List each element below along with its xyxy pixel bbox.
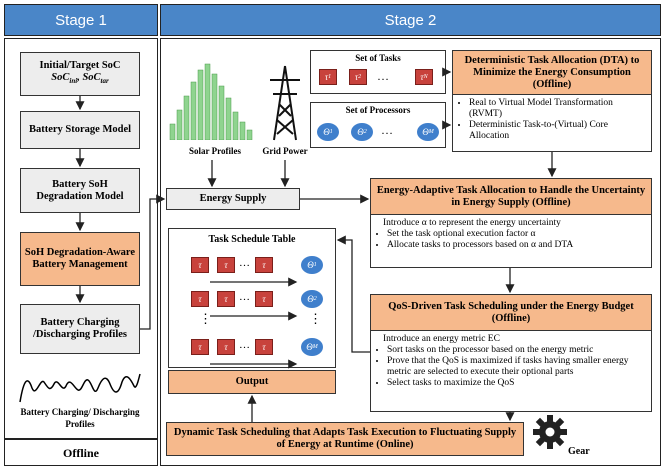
qos-bullet: Sort tasks on the processor based on the… bbox=[387, 345, 647, 356]
schedule-task: τ bbox=[217, 291, 235, 307]
schedule-ellipsis: … bbox=[239, 339, 250, 351]
power-tower-icon bbox=[270, 65, 300, 141]
output-box: Output bbox=[168, 370, 336, 394]
schedule-task: τ bbox=[255, 257, 273, 273]
adaptive-intro: Introduce α to represent the energy unce… bbox=[383, 218, 561, 228]
processors-ellipsis: … bbox=[381, 123, 393, 137]
schedule-task: τ bbox=[191, 257, 209, 273]
dta-title: Deterministic Task Allocation (DTA) to M… bbox=[453, 51, 651, 95]
set-of-processors-label: Set of Processors bbox=[345, 105, 411, 115]
schedule-task: τ bbox=[191, 291, 209, 307]
grid-label: Grid Power bbox=[262, 146, 308, 156]
soc-title: Initial/Target SoC bbox=[39, 60, 121, 72]
dta-bullets: Real to Virtual Model Transformation (RV… bbox=[469, 98, 647, 142]
solar-label: Solar Profiles bbox=[189, 146, 241, 156]
stage2-panel bbox=[160, 38, 661, 466]
qos-bullets: Sort tasks on the processor based on the… bbox=[387, 345, 647, 389]
set-of-tasks-label: Set of Tasks bbox=[355, 53, 401, 63]
soc-vars: SoCini, SoCtar bbox=[51, 72, 109, 86]
schedule-task: τ bbox=[255, 339, 273, 355]
dta-bullet: Deterministic Task-to-(Virtual) Core All… bbox=[469, 120, 647, 142]
solar-chart-icon bbox=[169, 63, 253, 140]
stage1-header: Stage 1 bbox=[4, 4, 158, 36]
schedule-ellipsis: … bbox=[239, 291, 250, 303]
dta-box: Deterministic Task Allocation (DTA) to M… bbox=[452, 50, 652, 152]
soc-box: Initial/Target SoC SoCini, SoCtar bbox=[20, 52, 140, 96]
charging-profiles-box: Battery Charging /Discharging Profiles bbox=[20, 304, 140, 354]
soh-aware-box: SoH Degradation-Aware Battery Management bbox=[20, 232, 140, 286]
stage1-panel bbox=[4, 38, 158, 466]
adaptive-box: Energy-Adaptive Task Allocation to Handl… bbox=[370, 178, 652, 268]
qos-bullet: Prove that the QoS is maximized if tasks… bbox=[387, 356, 647, 378]
schedule-task: τ bbox=[191, 339, 209, 355]
charging-curve bbox=[19, 373, 141, 403]
stage2-header: Stage 2 bbox=[160, 4, 661, 36]
energy-supply-box: Energy Supply bbox=[166, 188, 300, 210]
stage1-footer-divider bbox=[4, 438, 158, 440]
schedule-task: τ bbox=[217, 257, 235, 273]
adaptive-title: Energy-Adaptive Task Allocation to Handl… bbox=[371, 179, 651, 215]
adaptive-bullets: Set the task optional execution factor α… bbox=[387, 229, 647, 251]
adaptive-bullet: Allocate tasks to processors based on α … bbox=[387, 240, 647, 251]
schedule-task: τ bbox=[255, 291, 273, 307]
adaptive-bullet: Set the task optional execution factor α bbox=[387, 229, 647, 240]
qos-box: QoS-Driven Task Scheduling under the Ene… bbox=[370, 294, 652, 412]
schedule-task: τ bbox=[217, 339, 235, 355]
gear-label: Gear bbox=[568, 446, 590, 457]
qos-bullet: Select tasks to maximize the QoS bbox=[387, 378, 647, 389]
battery-soh-box: Battery SoH Degradation Model bbox=[20, 168, 140, 213]
stage1-footer: Offline bbox=[63, 446, 99, 460]
gear-icon bbox=[533, 415, 567, 449]
qos-title: QoS-Driven Task Scheduling under the Ene… bbox=[371, 295, 651, 331]
tasks-ellipsis: … bbox=[377, 69, 389, 83]
schedule-vdots: ⋮ bbox=[309, 311, 322, 326]
dynamic-box: Dynamic Task Scheduling that Adapts Task… bbox=[166, 422, 524, 456]
qos-intro: Introduce an energy metric EC bbox=[383, 334, 500, 344]
charging-curve-label: Battery Charging/ Discharging Profiles bbox=[20, 407, 140, 429]
schedule-table-title: Task Schedule Table bbox=[208, 234, 296, 245]
dta-bullet: Real to Virtual Model Transformation (RV… bbox=[469, 98, 647, 120]
schedule-ellipsis: … bbox=[239, 257, 250, 269]
schedule-vdots: ⋮ bbox=[199, 311, 212, 326]
battery-storage-box: Battery Storage Model bbox=[20, 111, 140, 149]
